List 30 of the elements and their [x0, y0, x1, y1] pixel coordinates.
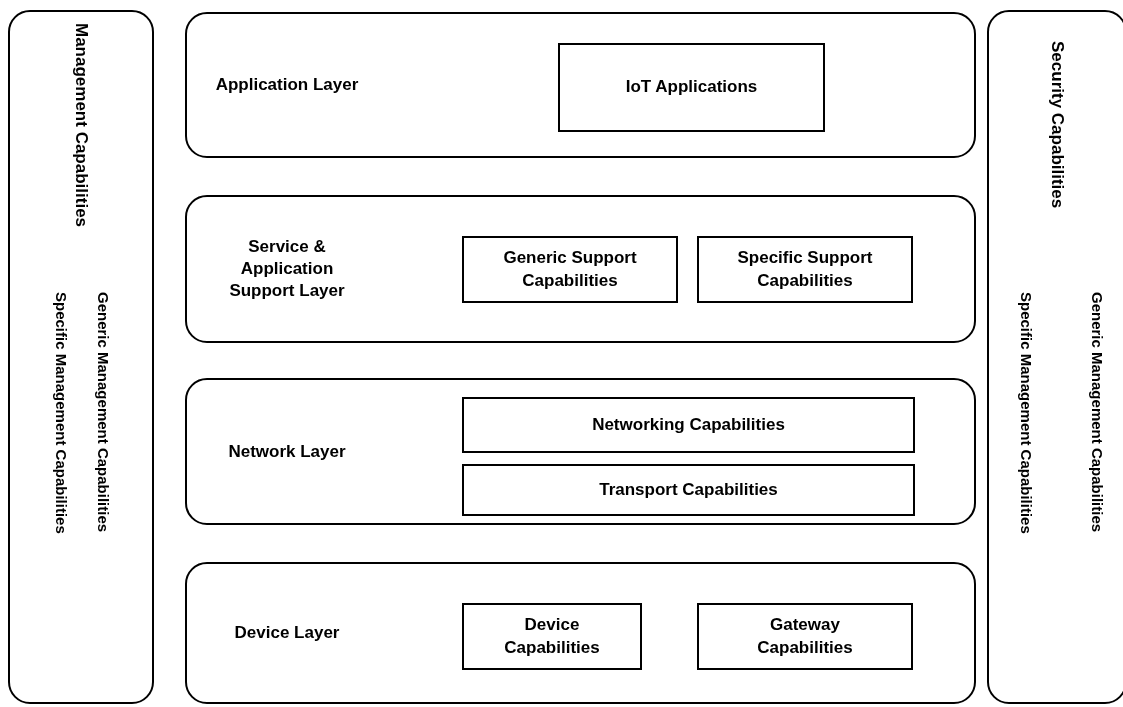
capability-box	[697, 236, 913, 303]
capability-label: Specific Management Capabilities	[52, 292, 70, 536]
layer-box	[185, 12, 976, 158]
layer-box	[185, 562, 976, 704]
box-label: Gateway Capabilities	[756, 614, 854, 659]
layer-box	[185, 195, 976, 343]
capability-box	[462, 397, 915, 453]
layer-box	[185, 378, 976, 525]
capability-label: Generic Management Capabilities	[1088, 292, 1106, 535]
box-label: IoT Applications	[625, 76, 758, 99]
box-label: Specific Support Capabilities	[736, 247, 874, 292]
box-label: Device Capabilities	[503, 614, 601, 659]
panel-heading: Management Capabilities	[70, 21, 92, 230]
capability-box	[558, 43, 825, 132]
box-label: Networking Capabilities	[592, 413, 785, 436]
capability-box	[697, 603, 913, 670]
layer-title: Network Layer	[227, 440, 347, 463]
panel-heading: Security Capabilities	[1046, 40, 1068, 211]
capability-box	[462, 464, 915, 516]
layer-title: Application Layer	[214, 73, 360, 96]
capability-label: Specific Management Capabilities	[1017, 292, 1035, 536]
capability-box	[462, 603, 642, 670]
capability-label: Generic Management Capabilities	[94, 292, 112, 535]
box-label: Generic Support Capabilities	[502, 247, 638, 292]
layer-title: Service & Application Support Layer	[228, 235, 346, 303]
box-label: Transport Capabilities	[599, 478, 778, 501]
capabilities-panel	[987, 10, 1123, 704]
capabilities-panel	[8, 10, 154, 704]
layer-title: Device Layer	[233, 621, 341, 644]
capability-box	[462, 236, 678, 303]
